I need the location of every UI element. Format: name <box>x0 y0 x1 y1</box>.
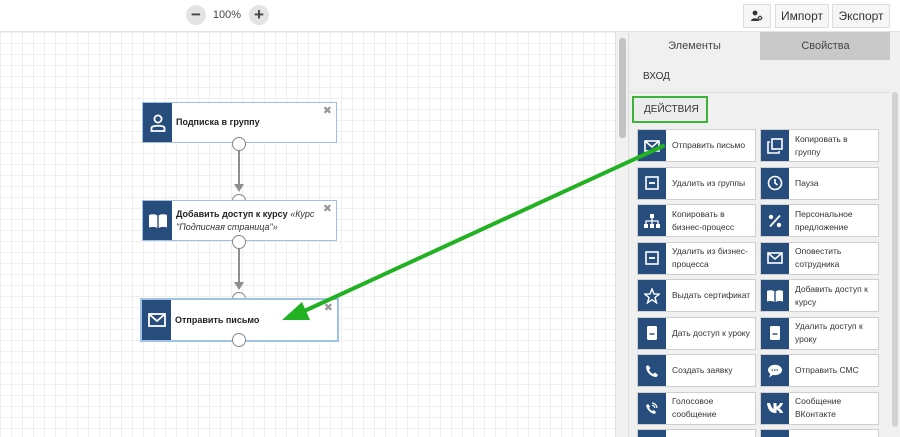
envelope-icon <box>147 313 166 327</box>
copy-icon <box>767 137 783 154</box>
node-close-icon[interactable]: ✖ <box>322 203 332 215</box>
minus-box-icon <box>645 176 659 190</box>
action-label: Отправить письмо <box>672 140 746 150</box>
section-input[interactable]: ВХОД <box>629 60 891 93</box>
action-label: Персональное предложение <box>795 208 853 232</box>
action-label: Копировать в бизнес-процесс <box>672 208 735 232</box>
section-actions[interactable]: ДЕЙСТВИЯ <box>632 96 708 123</box>
arrow-down-icon <box>234 282 244 290</box>
action-remove-from-group[interactable]: Удалить из группы <box>637 166 756 200</box>
tab-elements[interactable]: Элементы <box>629 32 760 60</box>
phone-icon <box>646 364 658 377</box>
node-output-port[interactable] <box>232 333 246 347</box>
lesson-icon <box>647 326 657 340</box>
action-voice-message[interactable]: Голосовое сообщение <box>637 391 756 425</box>
action-label: Отправить СМС <box>795 365 859 375</box>
minus-box-icon <box>645 251 659 265</box>
sms-icon <box>768 364 782 377</box>
panel-tabs: Элементы Свойства <box>629 32 891 60</box>
arrow-down-icon <box>234 184 244 192</box>
zoom-in-button[interactable]: + <box>249 5 269 25</box>
top-toolbar: − 100% + Импорт Экспорт <box>0 0 900 32</box>
node-title: Отправить письмо <box>175 314 260 325</box>
canvas-scrollbar[interactable] <box>615 32 628 437</box>
action-create-request[interactable]: Создать заявку <box>637 354 756 387</box>
panel-scrollbar[interactable] <box>890 32 900 437</box>
action-label: Дать доступ к уроку <box>672 327 750 338</box>
connector-line <box>238 150 240 188</box>
tab-properties[interactable]: Свойства <box>760 32 891 60</box>
action-add-course-access[interactable]: Добавить доступ к курсу <box>760 279 879 312</box>
voice-call-icon <box>646 402 658 414</box>
action-label: Копировать в группу <box>795 133 848 157</box>
action-copy-to-process[interactable]: Копировать в бизнес-процесс <box>637 204 756 237</box>
node-close-icon[interactable]: ✖ <box>323 302 333 314</box>
connector-line <box>238 248 240 286</box>
export-button[interactable]: Экспорт <box>832 4 890 28</box>
percent-icon <box>768 214 782 227</box>
envelope-icon <box>644 139 660 152</box>
envelope-icon <box>767 252 783 264</box>
lesson-icon <box>770 326 780 340</box>
user-icon <box>150 114 165 132</box>
action-copy-to-group[interactable]: Копировать в группу <box>760 129 879 162</box>
action-remove-from-process[interactable]: Удалить из бизнес-процесса <box>637 241 756 275</box>
action-tile-partial[interactable] <box>760 429 879 437</box>
node-close-icon[interactable]: ✖ <box>322 105 332 117</box>
users-icon <box>751 10 763 21</box>
action-label: Голосовое сообщение <box>672 396 717 419</box>
action-label: Добавить доступ к курсу <box>795 283 868 307</box>
action-pause[interactable]: Пауза <box>760 166 879 200</box>
action-label: Выдать сертификат <box>672 290 751 300</box>
users-button[interactable] <box>743 4 771 28</box>
action-send-email[interactable]: Отправить письмо <box>637 129 756 162</box>
panel-scroll-thumb[interactable] <box>892 92 898 427</box>
action-vk-message[interactable]: Сообщение ВКонтакте <box>760 391 879 425</box>
action-give-lesson-access[interactable]: Дать доступ к уроку <box>637 316 756 350</box>
clock-icon <box>767 175 783 191</box>
book-icon <box>148 213 167 228</box>
action-label: Удалить из бизнес-процесса <box>672 246 748 269</box>
node-output-port[interactable] <box>232 235 246 249</box>
action-notify-employee[interactable]: Оповестить сотрудника <box>760 241 879 275</box>
action-personal-offer[interactable]: Персональное предложение <box>760 204 879 237</box>
elements-panel: Элементы Свойства ВХОД ДЕЙСТВИЯ Отправит… <box>628 32 891 437</box>
vk-icon <box>767 403 784 413</box>
action-label: Удалить доступ к уроку <box>795 321 863 344</box>
canvas-scroll-thumb[interactable] <box>619 38 626 138</box>
action-tile-partial[interactable] <box>637 429 756 437</box>
action-label: Создать заявку <box>672 365 733 375</box>
action-issue-certificate[interactable]: Выдать сертификат <box>637 279 756 312</box>
star-icon <box>644 287 660 304</box>
action-remove-lesson-access[interactable]: Удалить доступ к уроку <box>760 316 879 350</box>
org-chart-icon <box>644 213 660 228</box>
node-output-port[interactable] <box>232 137 246 151</box>
zoom-out-button[interactable]: − <box>186 5 206 25</box>
action-label: Удалить из группы <box>672 177 746 188</box>
action-label: Сообщение ВКонтакте <box>795 396 842 419</box>
action-label: Пауза <box>795 177 819 188</box>
book-icon <box>767 289 783 302</box>
node-title: Добавить доступ к курсу <box>176 208 288 219</box>
node-title: Подписка в группу <box>176 117 260 127</box>
action-label: Оповестить сотрудника <box>795 246 842 269</box>
import-button[interactable]: Импорт <box>775 4 829 28</box>
zoom-level: 100% <box>212 9 242 21</box>
action-send-sms[interactable]: Отправить СМС <box>760 354 879 387</box>
